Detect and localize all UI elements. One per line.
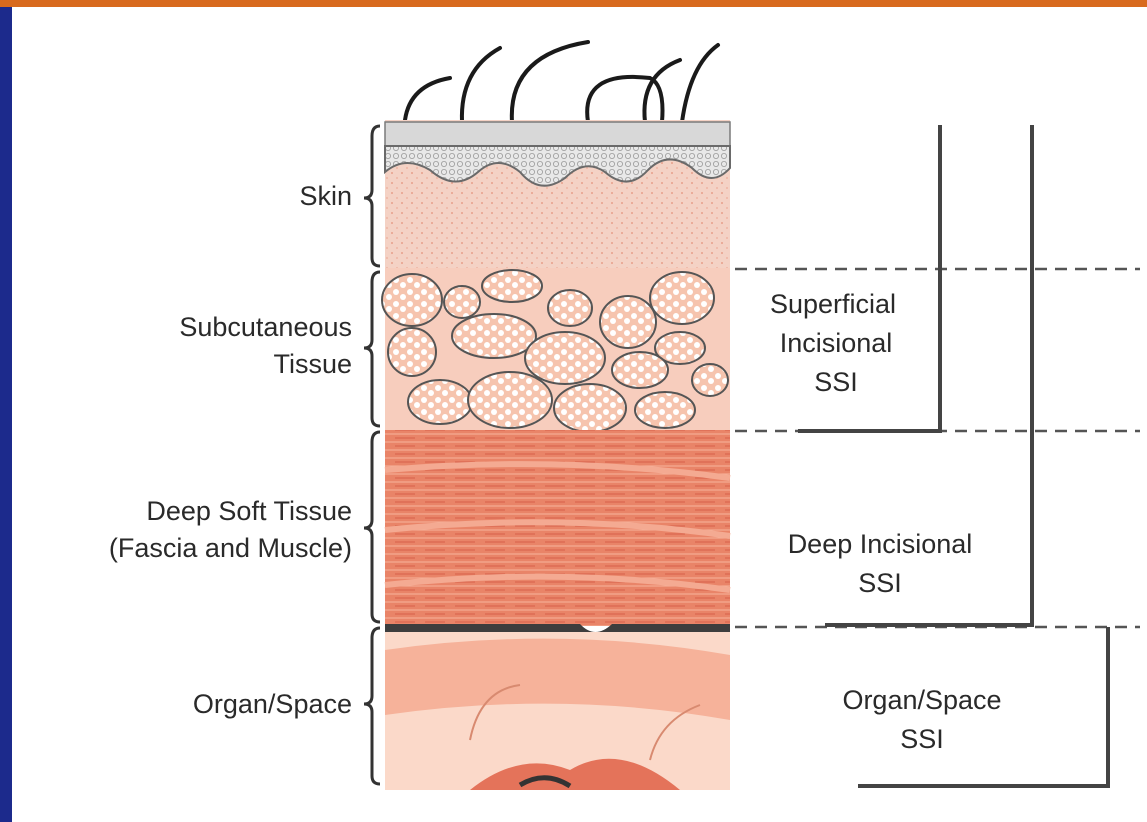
- ssi-deep-line1: Deep Incisional: [788, 529, 973, 559]
- deep-soft-tissue-layer: [385, 430, 730, 632]
- layer-brackets: [364, 126, 380, 784]
- label-deep-line2: (Fascia and Muscle): [109, 533, 352, 563]
- skin-layer: [385, 120, 730, 270]
- boundary-dashed-lines: [735, 269, 1140, 627]
- ssi-deep-line2: SSI: [858, 568, 902, 598]
- organ-space-layer: [385, 632, 730, 790]
- ssi-organ-line1: Organ/Space: [842, 685, 1001, 715]
- label-subcutaneous-line2: Tissue: [273, 349, 352, 379]
- ssi-superficial-line1: Superficial: [770, 289, 896, 319]
- ssi-superficial-line2: Incisional: [780, 328, 893, 358]
- label-subcutaneous-line1: Subcutaneous: [179, 312, 352, 342]
- subcutaneous-layer: [382, 268, 730, 432]
- label-deep-line1: Deep Soft Tissue: [146, 496, 352, 526]
- label-organ: Organ/Space: [193, 689, 352, 719]
- ssi-superficial-line3: SSI: [814, 367, 858, 397]
- label-skin: Skin: [299, 181, 352, 211]
- ssi-organ-line2: SSI: [900, 724, 944, 754]
- hair-strands: [405, 42, 718, 122]
